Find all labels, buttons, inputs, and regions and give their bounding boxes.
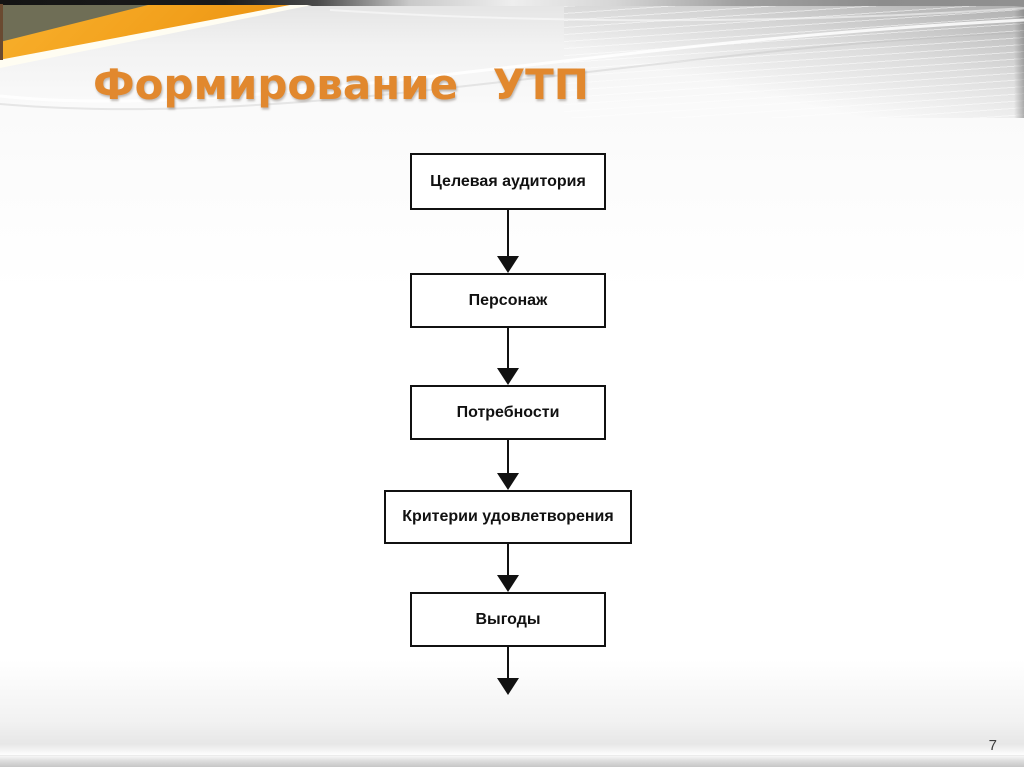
arrowhead-down-icon [497, 256, 519, 273]
top-edge-bar [0, 0, 1024, 6]
flow-arrow [497, 544, 519, 592]
flow-node-benefits: Выгоды [410, 592, 606, 647]
arrowhead-down-icon [497, 473, 519, 490]
flow-arrow [497, 440, 519, 490]
flowchart: Целевая аудитория Персонаж Потребности К… [384, 153, 632, 695]
top-right-fan-decor [564, 6, 1024, 118]
arrow-shaft [507, 328, 509, 368]
bottom-edge-bar [0, 755, 1024, 767]
flow-node-satisfaction-criteria: Критерии удовлетворения [384, 490, 632, 544]
left-edge-accent [0, 4, 3, 60]
arrow-shaft [507, 544, 509, 575]
arrowhead-down-icon [497, 678, 519, 695]
right-edge-shadow [1014, 6, 1024, 118]
arrow-shaft [507, 647, 509, 678]
flow-node-target-audience: Целевая аудитория [410, 153, 606, 210]
flow-node-needs: Потребности [410, 385, 606, 440]
arrowhead-down-icon [497, 575, 519, 592]
flow-node-persona: Персонаж [410, 273, 606, 328]
flow-arrow [497, 210, 519, 273]
page-number: 7 [988, 737, 997, 754]
arrowhead-down-icon [497, 368, 519, 385]
slide-title: Формирование УТП [93, 60, 589, 109]
flow-exit-arrow [497, 647, 519, 695]
arrow-shaft [507, 440, 509, 473]
flow-arrow [497, 328, 519, 385]
arrow-shaft [507, 210, 509, 256]
